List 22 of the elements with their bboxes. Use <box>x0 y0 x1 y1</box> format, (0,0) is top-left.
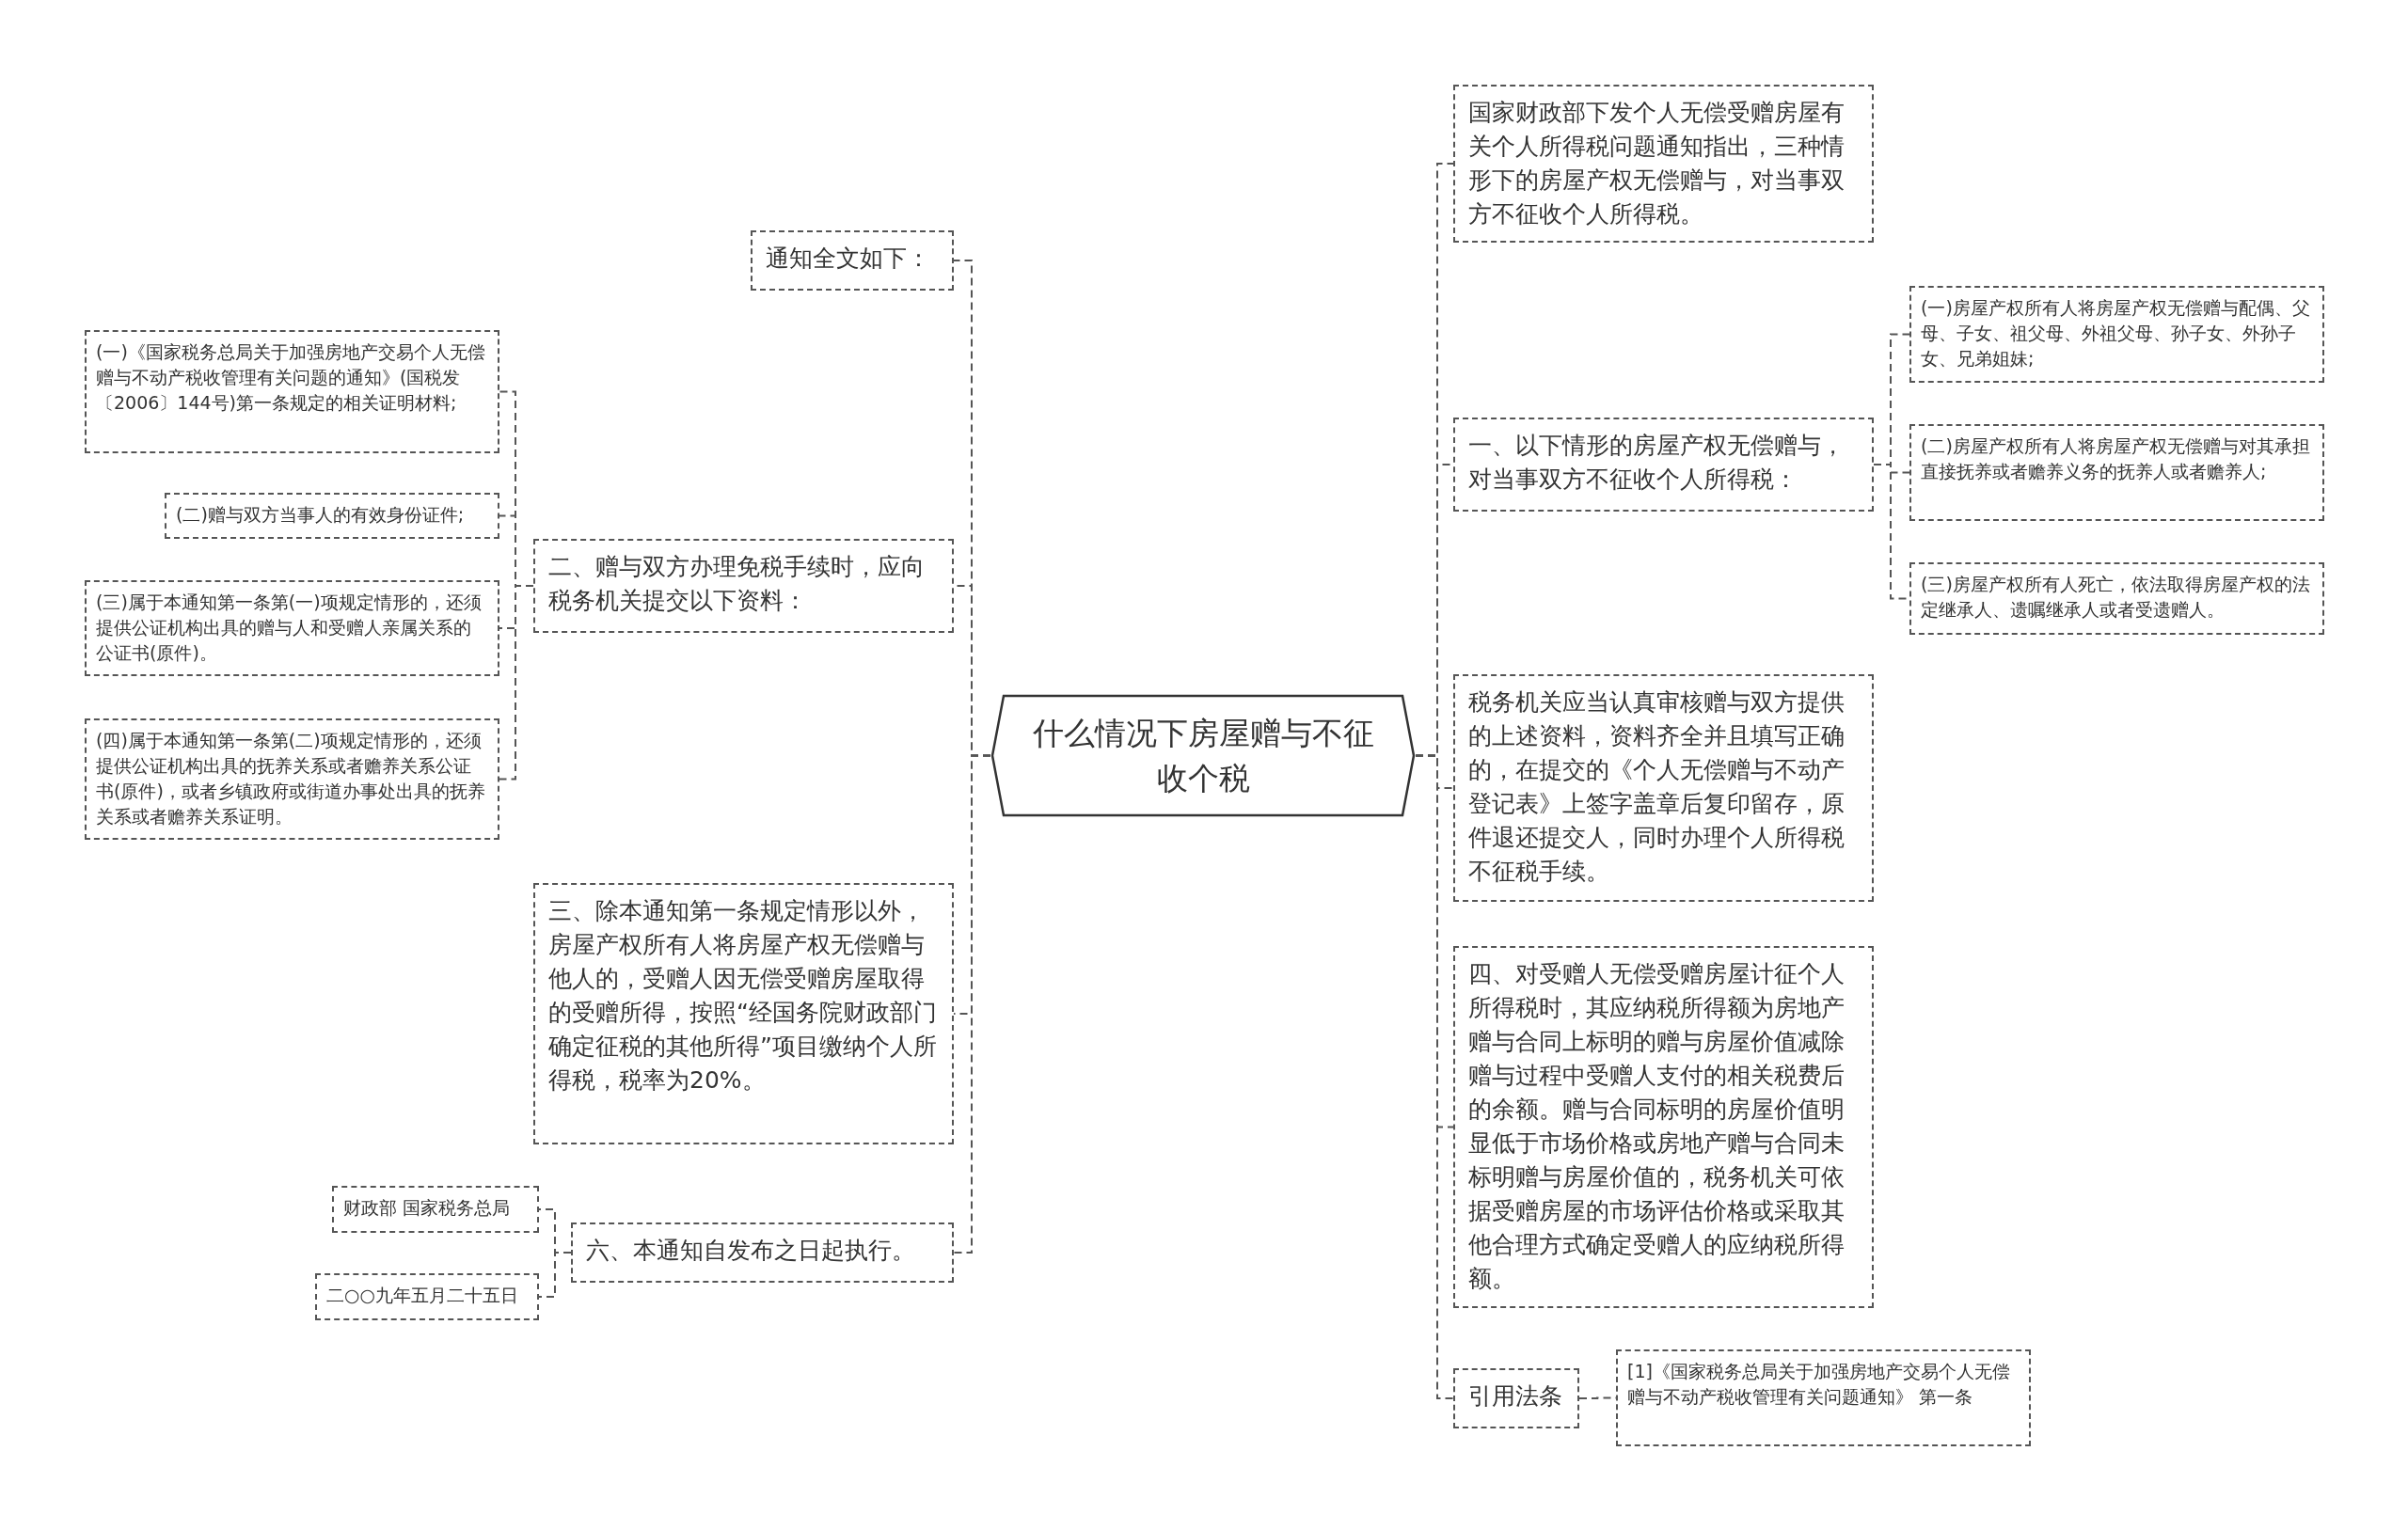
text-box: 二、赠与双方办理免税手续时，应向税务机关提交以下资料： <box>533 539 954 633</box>
connector-line <box>499 585 534 781</box>
text-box: (三)房屋产权所有人死亡，依法取得房屋产权的法定继承人、遗嘱继承人或者受遗赠人。 <box>1909 562 2324 635</box>
text-box: 六、本通知自发布之日起执行。 <box>571 1222 954 1283</box>
text-box: (四)属于本通知第一条第(二)项规定情形的，还须提供公证机构出具的抚养关系或者赡养关系公证书(原件)，或者乡镇政府或街道办事处出具的抚养关系或者赡养关系证明。 <box>85 718 499 840</box>
text-box: 通知全文如下： <box>751 230 954 291</box>
text-box: 财政部 国家税务总局 <box>332 1186 539 1233</box>
text-box: 一、以下情形的房屋产权无偿赠与，对当事双方不征收个人所得税： <box>1453 418 1874 512</box>
connector-line <box>953 754 991 1254</box>
text-box: 国家财政部下发个人无偿受赠房屋有关个人所得税问题通知指出，三种情形下的房屋产权无偿赠与，对当事双方不征收个人所得税。 <box>1453 85 1874 243</box>
text-box: 三、除本通知第一条规定情形以外，房屋产权所有人将房屋产权无偿赠与他人的，受赠人因无偿受赠房屋取得的受赠所得，按照“经国务院财政部门确定征税的其他所得”项目缴纳个人所得税，税率为20%。 <box>533 883 954 1144</box>
text-box: 四、对受赠人无偿受赠房屋计征个人所得税时，其应纳税所得额为房地产赠与合同上标明的赠与房屋价值减除赠与过程中受赠人支付的相关税费后的余额。赠与合同标明的房屋价值明显低于市场价格或房地产赠与合同未标明赠与房屋价值的，税务机关可依据受赠房屋的市场评估价格或采取其他合理方式确定受赠人的应纳税所得额。 <box>1453 946 1874 1308</box>
text-box: [1]《国家税务总局关于加强房地产交易个人无偿赠与不动产税收管理有关问题通知》 第一条 <box>1616 1349 2031 1446</box>
text-box: 税务机关应当认真审核赠与双方提供的上述资料，资料齐全并且填写正确的，在提交的《个人无偿赠与不动产登记表》上签字盖章后复印留存，原件退还提交人，同时办理个人所得税不征税手续。 <box>1453 674 1874 902</box>
text-box: (二)赠与双方当事人的有效身份证件; <box>165 493 499 539</box>
text-box: (一)《国家税务总局关于加强房地产交易个人无偿赠与不动产税收管理有关问题的通知》(国税发〔2006〕144号)第一条规定的相关证明材料; <box>85 330 499 453</box>
text-box: 二○○九年五月二十五日 <box>315 1273 539 1320</box>
text-box: (一)房屋产权所有人将房屋产权无偿赠与配偶、父母、子女、祖父母、外祖父母、孙子女、外孙子女、兄弟姐妹; <box>1909 286 2324 383</box>
text-box: (三)属于本通知第一条第(一)项规定情形的，还须提供公证机构出具的赠与人和受赠人亲属关系的公证书(原件)。 <box>85 580 499 676</box>
text-box: (二)房屋产权所有人将房屋产权无偿赠与对其承担直接抚养或者赡养义务的抚养人或者赡养人; <box>1909 424 2324 521</box>
connector-line <box>538 1252 572 1298</box>
text-box: 引用法条 <box>1453 1368 1579 1428</box>
